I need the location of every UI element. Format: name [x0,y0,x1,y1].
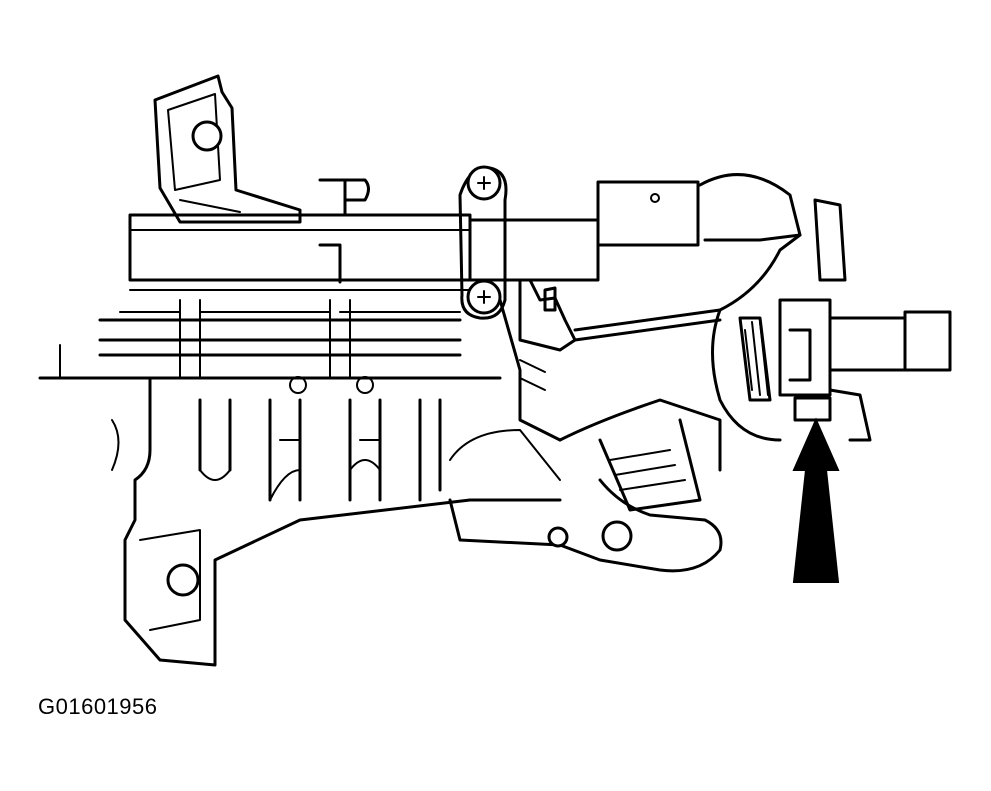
column-clamp [458,165,508,320]
upper-bolt-hole [191,120,223,152]
tilt-pivot-bracket [448,398,723,573]
lower-bolt-hole [166,563,200,597]
target-component [793,396,832,422]
callout-arrow [792,417,840,583]
pivot-bolt [601,520,633,552]
figure-caption: G01601956 [38,694,158,719]
ribbed-rail [38,289,502,394]
lower-housing [111,376,562,667]
switch-housing [596,180,700,247]
column-tube [128,173,802,284]
shaft-end [711,198,952,442]
tilt-lever [498,233,802,512]
upper-mount-bracket [153,74,302,224]
